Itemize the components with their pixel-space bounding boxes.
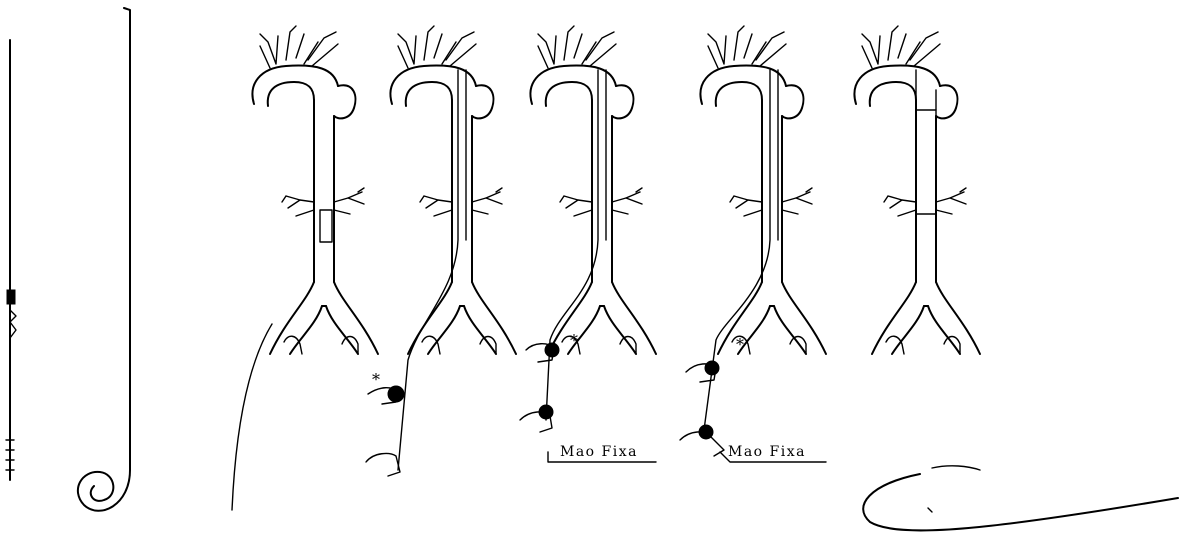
asterisk-marker-3: * bbox=[736, 335, 744, 354]
aorta-panel-4: * Mao Fixa bbox=[680, 26, 826, 462]
guidewire-device bbox=[78, 8, 130, 511]
hand-label-1: Mao Fixa bbox=[560, 444, 638, 460]
scale-bar bbox=[6, 40, 16, 480]
aorta-panel-2: * bbox=[366, 26, 516, 476]
asterisk-marker-2: * bbox=[570, 331, 578, 350]
asterisk-marker-1: * bbox=[372, 370, 380, 389]
aorta-panel-1 bbox=[232, 26, 378, 510]
aorta-panel-3: * Mao Fixa bbox=[520, 26, 656, 462]
delivery-sheath bbox=[863, 466, 1178, 531]
aorta-panel-5 bbox=[854, 26, 980, 354]
hand-label-2: Mao Fixa bbox=[728, 444, 806, 460]
